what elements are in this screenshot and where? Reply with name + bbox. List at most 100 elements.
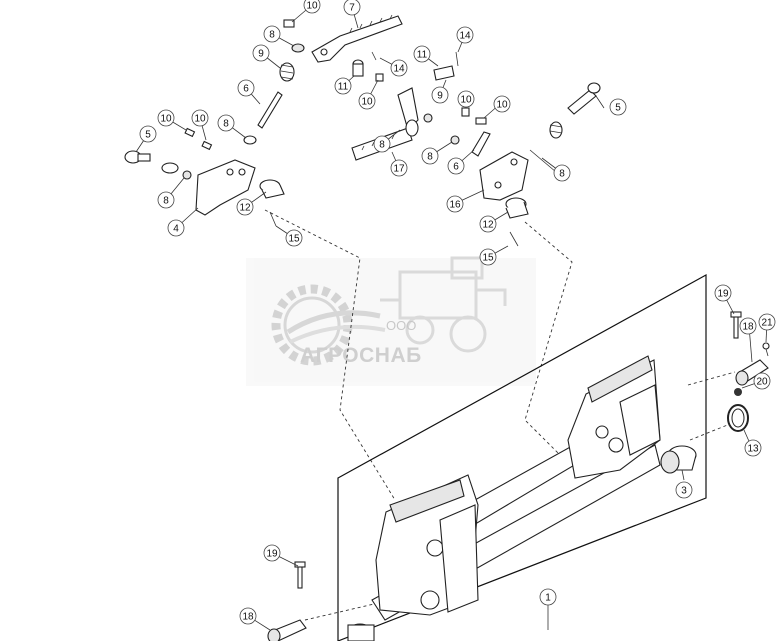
- callout-circle: [413, 45, 431, 63]
- pins-10-right: [461, 107, 487, 125]
- callout-c3: 3: [675, 481, 693, 499]
- callout-circle: [457, 90, 475, 108]
- pin-10-top: [283, 19, 295, 28]
- callout-circle: [479, 248, 497, 266]
- callout-number: 11: [417, 50, 428, 61]
- callout-c5b: 5: [609, 98, 627, 116]
- callout-number: 10: [160, 114, 172, 125]
- callout-c18b: 18: [239, 607, 257, 625]
- pin-10-mid: [375, 73, 384, 82]
- callout-c6b: 6: [447, 157, 465, 175]
- pin-11-right: [433, 65, 455, 81]
- callout-number: 6: [243, 84, 249, 95]
- callout-number: 4: [173, 224, 179, 235]
- spring-right-mid: [405, 119, 419, 137]
- pin-18-right: [735, 359, 769, 386]
- pins-10-left: [184, 127, 213, 151]
- callout-circle: [456, 26, 474, 44]
- callout-number: 9: [258, 49, 264, 60]
- gear-icon: [271, 284, 386, 366]
- callout-number: 6: [453, 162, 459, 173]
- callout-c16: 16: [446, 195, 464, 213]
- lever-7: [311, 14, 403, 63]
- callout-circle: [285, 229, 303, 247]
- callout-circle: [753, 372, 771, 390]
- callout-circle: [157, 109, 175, 127]
- bushing-lower-left: [347, 623, 375, 641]
- callout-number: 8: [163, 196, 169, 207]
- callout-number: 10: [460, 95, 472, 106]
- callout-number: 13: [747, 444, 759, 455]
- callout-circle: [343, 0, 361, 16]
- callout-circle: [217, 114, 235, 132]
- callout-c5a: 5: [139, 125, 157, 143]
- callout-number: 8: [223, 119, 229, 130]
- callout-circle: [263, 544, 281, 562]
- bolt-19-left: [294, 561, 306, 589]
- callout-c13: 13: [744, 439, 762, 457]
- handle-5-right: [567, 82, 601, 115]
- callout-number: 15: [482, 253, 494, 264]
- callout-number: 8: [559, 169, 565, 180]
- callout-c9b: 9: [431, 86, 449, 104]
- callout-circle: [334, 77, 352, 95]
- callout-number: 1: [545, 593, 551, 604]
- frame-outline-box: [337, 273, 707, 641]
- callout-circle: [758, 313, 776, 331]
- callout-number: 18: [742, 322, 754, 333]
- callout-c10e: 10: [457, 90, 475, 108]
- pin-8-right-far: [529, 149, 557, 173]
- callout-circle: [390, 159, 408, 177]
- callout-c9a: 9: [252, 44, 270, 62]
- callout-c19b: 19: [263, 544, 281, 562]
- washer-20: [734, 388, 742, 396]
- callout-circle: [167, 219, 185, 237]
- callout-number: 19: [266, 549, 278, 560]
- callout-circle: [675, 481, 693, 499]
- cotter-21: [762, 342, 770, 357]
- callout-c8b: 8: [217, 114, 235, 132]
- callout-c10f: 10: [493, 95, 511, 113]
- rod-6-left: [257, 91, 283, 129]
- callout-c8d: 8: [373, 135, 391, 153]
- callout-number: 17: [393, 164, 405, 175]
- watermark-company-name: АГРОСНАБ: [300, 344, 422, 367]
- callout-number: 10: [194, 114, 206, 125]
- callout-c10d: 10: [358, 92, 376, 110]
- callout-circle: [553, 164, 571, 182]
- rod-6-right: [471, 131, 491, 157]
- agrosnab-watermark: ООО АГРОСНАБ: [246, 256, 536, 386]
- callout-c15a: 15: [285, 229, 303, 247]
- ball-8-left: [182, 170, 192, 180]
- callout-number: 16: [449, 200, 461, 211]
- callout-circle: [191, 109, 209, 127]
- callout-circle: [239, 607, 257, 625]
- callout-c12a: 12: [236, 198, 254, 216]
- ring-13: [727, 404, 749, 432]
- callout-number: 18: [242, 612, 254, 623]
- watermark-prefix: ООО: [386, 318, 416, 333]
- callout-number: 12: [482, 220, 494, 231]
- callout-circle: [373, 135, 391, 153]
- callout-number: 14: [459, 31, 471, 42]
- callout-number: 14: [393, 64, 405, 75]
- main-frame-assembly: [337, 273, 707, 641]
- callout-c19a: 19: [714, 284, 732, 302]
- pin-8-top: [291, 43, 305, 53]
- callout-c6a: 6: [237, 79, 255, 97]
- callout-c8e: 8: [421, 147, 439, 165]
- callout-circle: [252, 44, 270, 62]
- callout-circle: [139, 125, 157, 143]
- callout-c10b: 10: [157, 109, 175, 127]
- callout-c10c: 10: [191, 109, 209, 127]
- bushing-3: [660, 445, 697, 474]
- callout-circle: [390, 59, 408, 77]
- callout-c4: 4: [167, 219, 185, 237]
- callout-c7: 7: [343, 0, 361, 16]
- callout-circle: [744, 439, 762, 457]
- pin-14-right: [455, 51, 459, 67]
- callout-circle: [421, 147, 439, 165]
- callout-circle: [236, 198, 254, 216]
- pin-15-right: [509, 231, 519, 247]
